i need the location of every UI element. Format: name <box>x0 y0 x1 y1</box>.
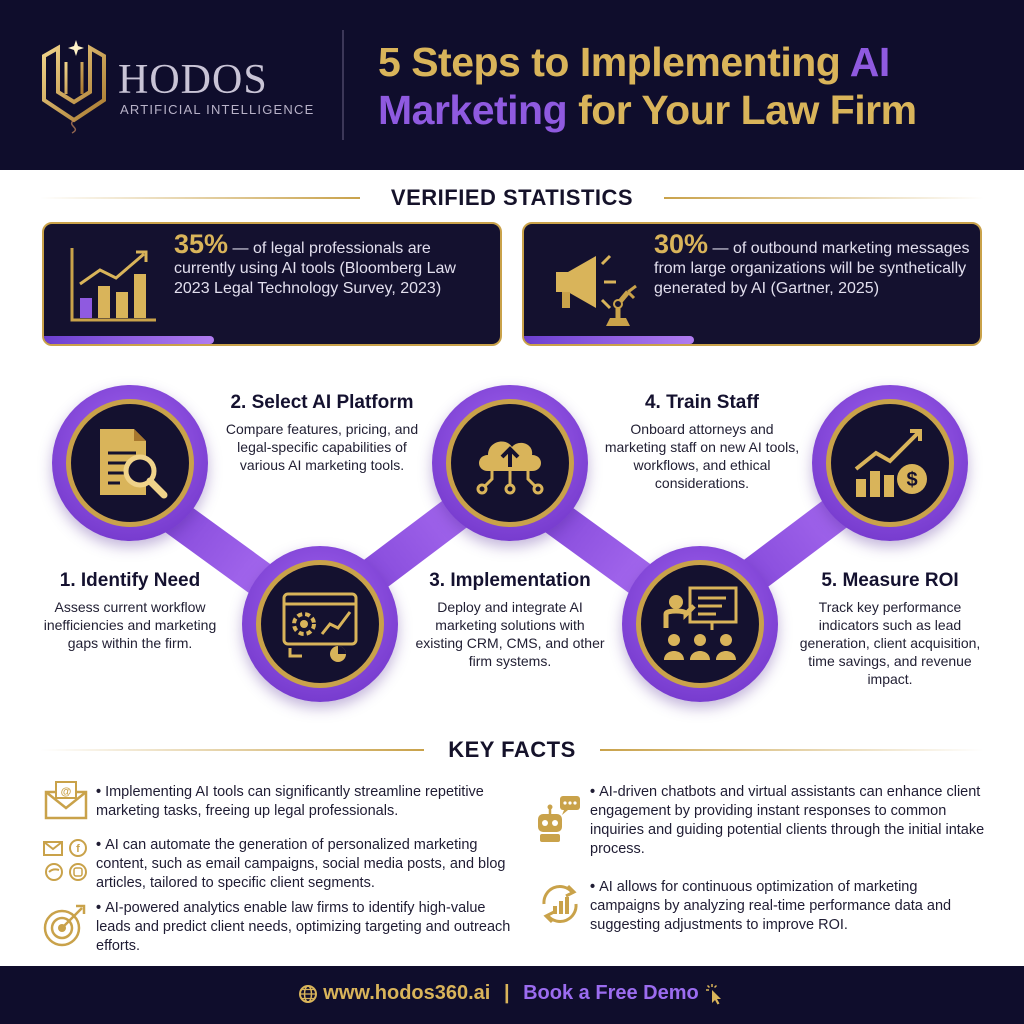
fact-item-3: •AI-powered analytics enable law firms t… <box>96 899 516 956</box>
step-4-title: 4. Train Staff <box>644 392 760 413</box>
cloud-upload-icon <box>476 441 544 495</box>
fact-bullet-3: • <box>96 900 102 916</box>
svg-text:f: f <box>76 843 80 855</box>
fact-bullet-1: • <box>96 784 102 800</box>
optimization-icon <box>542 884 578 924</box>
facts-rule-left <box>40 749 424 751</box>
social-media-icon: f <box>43 839 87 881</box>
step-2-desc: Compare features, pricing, and legal-spe… <box>225 421 419 473</box>
step-4-desc: Onboard attorneys and marketing staff on… <box>604 421 800 491</box>
step-1-title: 1. Identify Need <box>59 570 201 591</box>
facts-heading: KEY FACTS <box>448 737 576 762</box>
fact-text-3: AI-powered analytics enable law firms to… <box>96 900 511 954</box>
heading-rule-left <box>40 197 360 199</box>
step-5-circle: $ <box>812 385 968 541</box>
header-banner: HODOS ARTIFICIAL INTELLIGENCE 5 Steps to… <box>0 0 1024 170</box>
step-5-title: 5. Measure ROI <box>821 570 959 591</box>
fact-text-1: Implementing AI tools can significantly … <box>96 784 484 819</box>
stat-desc-2: — of outbound marketing messages from la… <box>654 240 970 297</box>
stat-value-1: 35% <box>174 229 229 259</box>
title-line2-purple: Marketing <box>378 87 568 133</box>
title-line1-purple: AI <box>849 39 891 85</box>
svg-text:@: @ <box>61 786 72 798</box>
title-line1-gold: 5 Steps to Implementing <box>378 39 841 85</box>
step-5-badge: $ <box>826 399 954 527</box>
cursor-click-icon <box>706 983 722 1005</box>
fact-bullet-4: • <box>590 784 596 800</box>
fact-text-5: AI allows for continuous optimization of… <box>590 879 952 933</box>
stat-accent-bar-2 <box>524 336 694 344</box>
step-1-badge <box>66 399 194 527</box>
title-line2-gold: for Your Law Firm <box>578 87 917 133</box>
fact-text-2: AI can automate the generation of person… <box>96 837 506 891</box>
footer-row: www.hodos360.ai | Book a Free Demo <box>0 982 1024 1005</box>
email-icon: @ <box>44 781 88 820</box>
facts-rule-right <box>600 749 984 751</box>
fact-item-5: •AI allows for continuous optimization o… <box>590 878 990 935</box>
fact-item-1: •Implementing AI tools can significantly… <box>96 783 516 821</box>
step-3-badge <box>446 399 574 527</box>
fact-bullet-5: • <box>590 879 596 895</box>
step-5-desc: Track key performance indicators such as… <box>799 599 981 687</box>
stats-heading: VERIFIED STATISTICS <box>390 185 634 210</box>
growth-dollar-icon: $ <box>854 429 927 497</box>
document-search-icon <box>100 429 168 499</box>
bar-chart-icon <box>70 248 156 322</box>
globe-icon <box>298 984 317 1003</box>
brand-name: HODOS <box>118 57 268 103</box>
dashboard-gear-icon <box>282 592 358 662</box>
presentation-icon <box>663 586 738 660</box>
stat-desc-1: — of legal professionals are currently u… <box>174 240 456 297</box>
stat-card-1: 35% — of legal professionals are current… <box>42 222 502 346</box>
stat-value-2: 30% <box>654 229 709 259</box>
footer-separator: | <box>503 982 510 1004</box>
step-2-badge <box>256 560 384 688</box>
fact-text-4: AI-driven chatbots and virtual assistant… <box>590 784 985 857</box>
stat-text-1: 35% — of legal professionals are current… <box>174 231 494 299</box>
fact-item-4: •AI-driven chatbots and virtual assistan… <box>590 783 990 859</box>
stat-accent-bar-1 <box>44 336 214 344</box>
fact-bullet-2: • <box>96 837 102 853</box>
header-divider <box>342 30 344 140</box>
step-4-circle <box>622 546 778 702</box>
step-1-desc: Assess current workflow inefficiencies a… <box>43 599 217 651</box>
stat-card-2: 30% — of outbound marketing messages fro… <box>522 222 982 346</box>
website-link[interactable]: www.hodos360.ai <box>323 982 491 1004</box>
svg-text:$: $ <box>906 469 917 491</box>
target-icon <box>43 904 86 947</box>
stats-heading-row: VERIFIED STATISTICS <box>0 183 1024 213</box>
book-demo-link[interactable]: Book a Free Demo <box>523 982 699 1004</box>
hodos-logo-icon <box>42 40 106 134</box>
step-3-circle <box>432 385 588 541</box>
step-3-title: 3. Implementation <box>429 570 591 591</box>
facts-heading-row: KEY FACTS <box>0 735 1024 765</box>
brand-subtitle: ARTIFICIAL INTELLIGENCE <box>120 102 315 117</box>
stat-text-2: 30% — of outbound marketing messages fro… <box>654 231 974 299</box>
step-1-circle <box>52 385 208 541</box>
heading-rule-right <box>664 197 984 199</box>
megaphone-robot-icon <box>556 254 637 326</box>
chatbot-icon <box>538 796 580 842</box>
step-2-circle <box>242 546 398 702</box>
fact-item-2: •AI can automate the generation of perso… <box>96 836 516 893</box>
step-4-badge <box>636 560 764 688</box>
page-title: 5 Steps to Implementing AI Marketing for… <box>378 38 1008 134</box>
step-3-desc: Deploy and integrate AI marketing soluti… <box>415 599 605 669</box>
step-2-title: 2. Select AI Platform <box>230 392 414 413</box>
footer-bar: www.hodos360.ai | Book a Free Demo <box>0 966 1024 1024</box>
